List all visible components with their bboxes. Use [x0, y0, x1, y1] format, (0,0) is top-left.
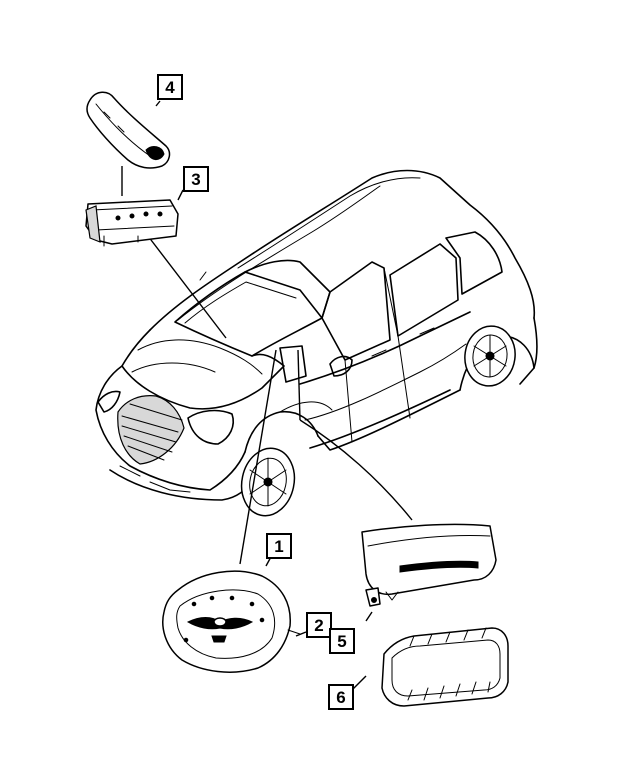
callout-2-label: 2	[314, 615, 324, 635]
callout-1: 1	[266, 533, 292, 559]
steering-wheel-airbag-icon	[162, 570, 291, 673]
clockspring-pointer-icon	[287, 629, 301, 635]
callout-3-label: 3	[191, 169, 201, 189]
passenger-airbag-module-icon	[381, 627, 509, 707]
callout-6: 6	[328, 684, 354, 710]
instrument-cluster-bezel-icon	[86, 91, 171, 169]
callout-3: 3	[183, 166, 209, 192]
callout-4-label: 4	[165, 77, 175, 97]
callout-1-label: 1	[274, 536, 284, 556]
knee-airbag-module-icon	[85, 199, 179, 247]
callout-4: 4	[157, 74, 183, 100]
callout-5: 5	[329, 628, 355, 654]
callout-6-label: 6	[336, 687, 346, 707]
side-curtain-airbag-icon	[361, 523, 497, 607]
callout-5-label: 5	[337, 631, 347, 651]
vehicle-icon	[95, 169, 538, 517]
leader-lines	[121, 100, 413, 691]
callout-2: 2	[306, 612, 332, 638]
